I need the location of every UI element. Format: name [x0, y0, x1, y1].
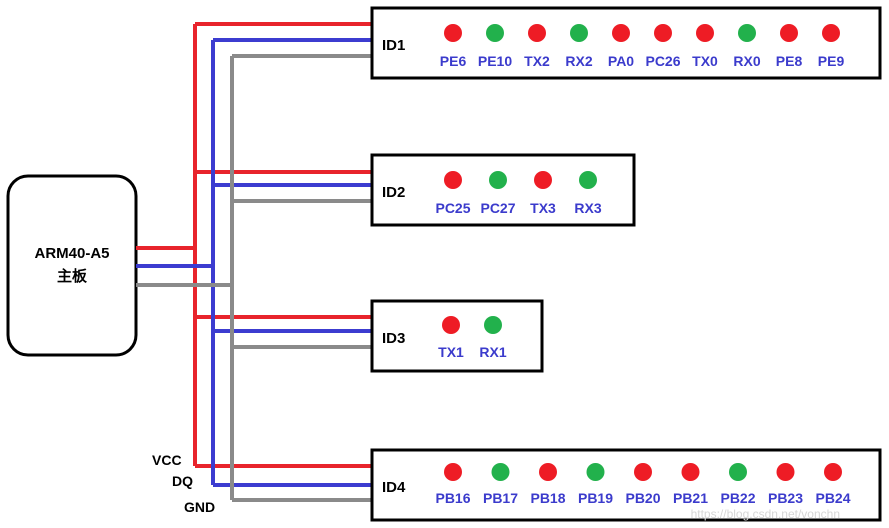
pin-label-pe9: PE9	[818, 53, 845, 69]
pin-label-pe6: PE6	[440, 53, 467, 69]
pin-label-tx3: TX3	[530, 200, 556, 216]
pin-label-pc26: PC26	[645, 53, 680, 69]
led-green-pb17	[491, 463, 510, 481]
pin-label-pe8: PE8	[776, 53, 803, 69]
module-box	[370, 448, 882, 522]
module-id-label: ID4	[382, 479, 406, 496]
module-id-label: ID1	[382, 37, 405, 54]
led-red-pe9	[822, 24, 840, 42]
pin-label-tx0: TX0	[692, 53, 718, 69]
led-red-pa0	[612, 24, 630, 42]
led-red-pb20	[634, 463, 652, 481]
module-box	[370, 6, 882, 80]
main-board-subtitle: 主板	[57, 267, 88, 285]
led-red-pb16	[444, 463, 462, 481]
module-id-label: ID3	[382, 330, 405, 347]
led-red-tx2	[528, 24, 546, 42]
led-red-pb21	[681, 463, 700, 481]
main-board: ARM40-A5 主板	[6, 174, 138, 357]
pin-label-pc25: PC25	[435, 200, 470, 216]
led-green-rx0	[738, 24, 756, 42]
pin-label-rx2: RX2	[565, 53, 592, 69]
led-red-tx1	[442, 316, 460, 334]
led-red-pe6	[444, 24, 462, 42]
pin-label-pb18: PB18	[530, 490, 565, 506]
pin-label-pb16: PB16	[435, 490, 470, 506]
gnd-label: GND	[184, 499, 215, 515]
pin-label-pb20: PB20	[625, 490, 660, 506]
pin-label-pb24: PB24	[815, 490, 850, 506]
pin-label-tx1: TX1	[438, 344, 464, 360]
led-red-tx3	[534, 171, 552, 189]
led-red-pb18	[539, 463, 557, 481]
led-green-pe10	[486, 24, 504, 42]
pin-label-rx1: RX1	[479, 344, 506, 360]
vcc-label: VCC	[152, 452, 182, 468]
module-box	[370, 153, 636, 227]
main-board-name: ARM40-A5	[34, 245, 109, 262]
led-green-pc27	[489, 171, 507, 189]
watermark-text: https://blog.csdn.net/vonchn	[691, 507, 840, 521]
pin-label-pb23: PB23	[768, 490, 803, 506]
module-box	[370, 299, 544, 373]
led-red-pc26	[654, 24, 672, 42]
pin-label-rx3: RX3	[574, 200, 601, 216]
pin-label-pc27: PC27	[480, 200, 515, 216]
main-board-box	[6, 174, 138, 357]
pin-label-pb17: PB17	[483, 490, 518, 506]
dq-label: DQ	[172, 473, 193, 489]
pin-label-tx2: TX2	[524, 53, 550, 69]
pin-label-rx0: RX0	[733, 53, 760, 69]
led-green-rx1	[484, 316, 502, 334]
module-id-label: ID2	[382, 184, 405, 201]
pin-label-pb21: PB21	[673, 490, 708, 506]
led-green-rx3	[579, 171, 597, 189]
led-red-pb23	[776, 463, 795, 481]
led-red-pc25	[444, 171, 462, 189]
led-red-tx0	[696, 24, 714, 42]
bus-wires	[136, 22, 372, 502]
led-green-rx2	[570, 24, 588, 42]
led-red-pb24	[824, 463, 842, 481]
led-green-pb22	[729, 463, 747, 481]
led-red-pe8	[780, 24, 798, 42]
pin-label-pb19: PB19	[578, 490, 613, 506]
led-green-pb19	[586, 463, 605, 481]
pin-label-pe10: PE10	[478, 53, 512, 69]
pin-label-pb22: PB22	[720, 490, 755, 506]
pin-label-pa0: PA0	[608, 53, 634, 69]
